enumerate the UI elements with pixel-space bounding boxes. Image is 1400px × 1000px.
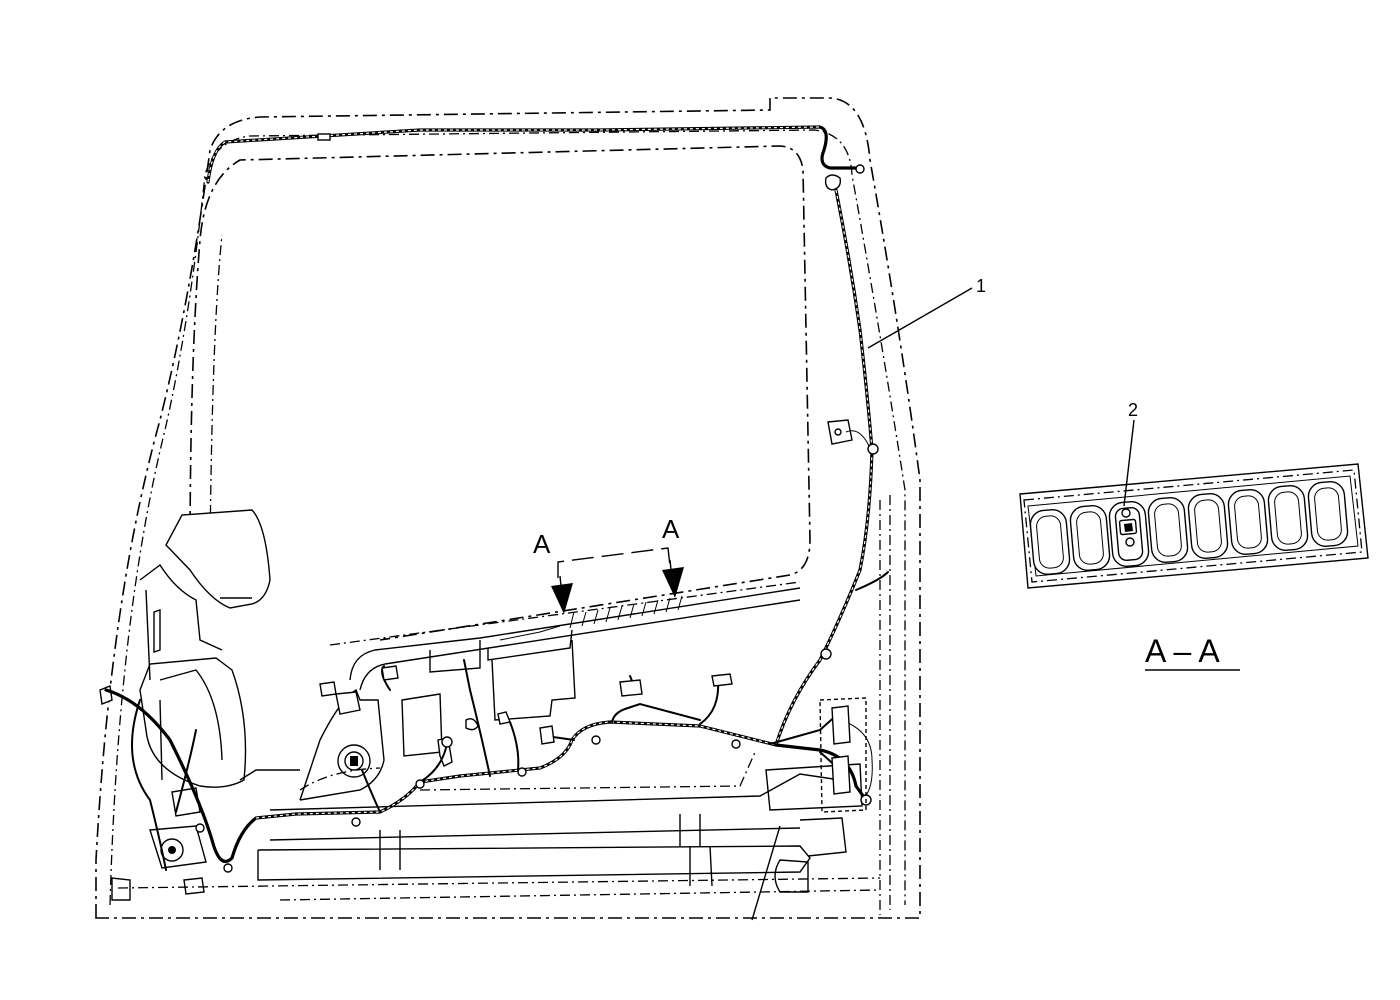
callout-label-1: 1 bbox=[976, 276, 986, 296]
main-harness bbox=[104, 659, 873, 873]
cab-frame bbox=[95, 97, 921, 919]
callout-label-2: 2 bbox=[1128, 400, 1138, 420]
section-marker-a-left: A bbox=[533, 529, 551, 559]
section-view-title: A – A bbox=[1145, 633, 1220, 669]
callout-1: 1 bbox=[867, 276, 986, 349]
connector-item-2 bbox=[1108, 501, 1150, 567]
pillar-harness bbox=[774, 188, 889, 747]
window-frame bbox=[189, 145, 811, 646]
grommet-holes bbox=[1029, 481, 1349, 575]
seat-area bbox=[139, 509, 300, 788]
section-marker-a-right: A bbox=[662, 514, 680, 544]
section-view-a-a: 2 A – A bbox=[1019, 400, 1369, 671]
side-console bbox=[299, 587, 801, 801]
floor-structure bbox=[117, 749, 881, 921]
wiper-motor bbox=[99, 685, 207, 901]
section-cut-marker: A A bbox=[533, 514, 684, 614]
roof-harness bbox=[206, 125, 865, 191]
